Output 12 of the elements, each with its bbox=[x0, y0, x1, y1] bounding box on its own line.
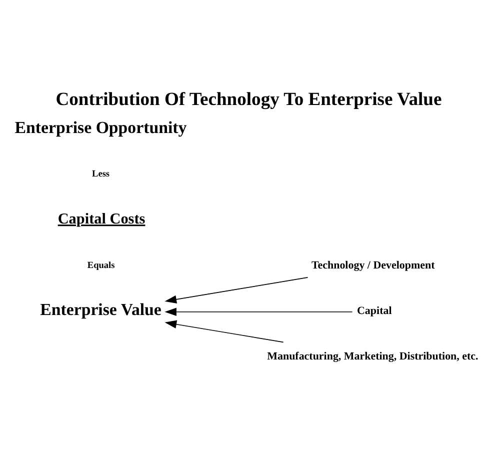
diagram-title: Contribution Of Technology To Enterprise Value bbox=[56, 88, 442, 110]
arrow bbox=[164, 320, 284, 342]
node-text: Enterprise Value bbox=[40, 300, 162, 319]
arrow bbox=[164, 307, 353, 316]
label: Capital Costs bbox=[58, 210, 146, 228]
node-text: Technology / Development bbox=[311, 258, 435, 271]
node-text: Manufacturing, Marketing, Distribution, etc. bbox=[267, 350, 478, 362]
label: Equals bbox=[87, 260, 115, 270]
node-text: Capital bbox=[357, 304, 392, 316]
label: Less bbox=[92, 169, 110, 180]
arrow bbox=[164, 276, 308, 304]
label: Enterprise Opportunity bbox=[14, 117, 187, 136]
